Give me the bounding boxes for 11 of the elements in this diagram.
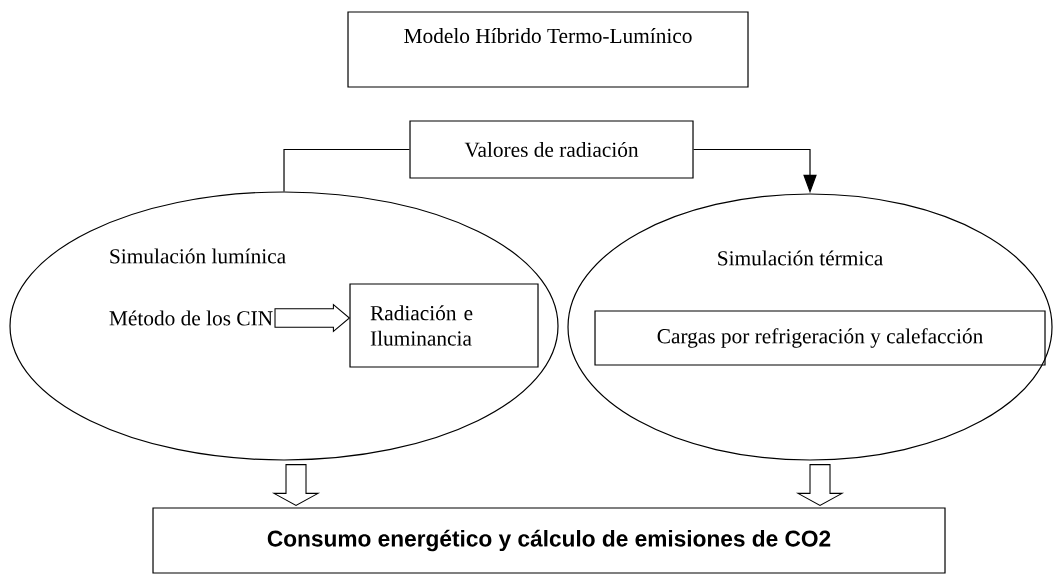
- process-box: Radiación e Iluminancia: [349, 283, 539, 368]
- heading: Simulación térmica: [718, 250, 883, 266]
- block-arrow: [274, 303, 351, 333]
- process-box: Valores de radiación: [409, 120, 694, 179]
- block-arrow: [271, 464, 321, 506]
- heading: Simulación lumínica: [110, 248, 286, 264]
- process-box: Cargas por refrigeración y calefacción: [594, 310, 1046, 366]
- label: Método de los CIN: [109, 310, 273, 326]
- process-box: Modelo Híbrido Termo-Lumínico: [347, 11, 749, 88]
- block-arrow: [795, 464, 845, 506]
- process-box: Consumo energético y cálculo de emisiones de CO2: [152, 507, 946, 574]
